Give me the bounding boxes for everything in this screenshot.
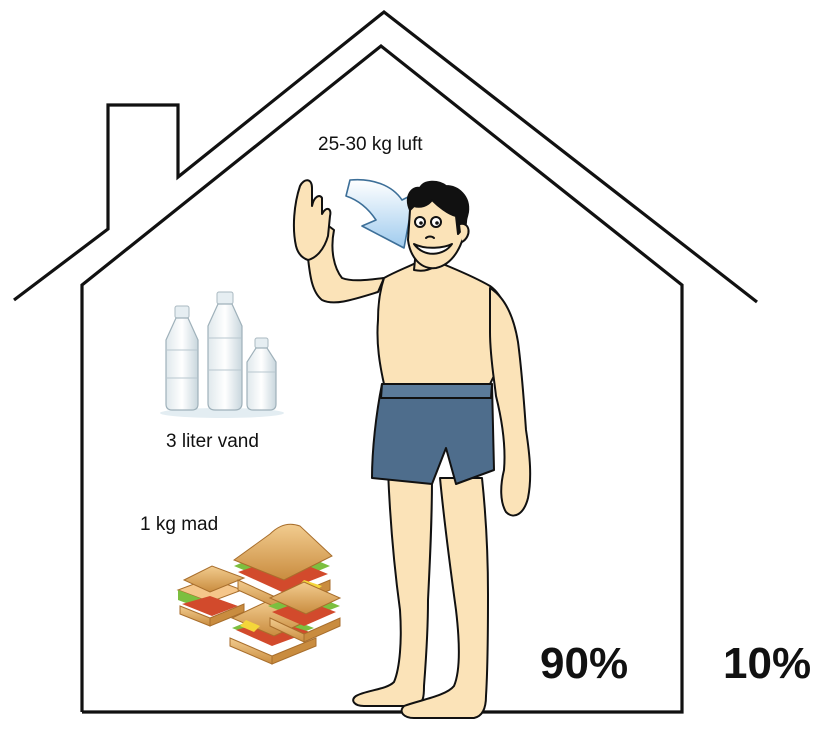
- air-arrow-icon: [346, 180, 414, 248]
- man-figure: [294, 180, 530, 718]
- left-leg: [353, 470, 432, 706]
- outside-percent: 10%: [723, 639, 811, 688]
- lower-arm: [490, 288, 530, 516]
- bottle-icon: [247, 338, 276, 410]
- inside-percent: 90%: [540, 639, 628, 688]
- torso: [377, 256, 508, 384]
- air-label: 25-30 kg luft: [318, 134, 423, 155]
- food-label: 1 kg mad: [140, 514, 218, 535]
- water-bottles-icon: [160, 292, 284, 418]
- water-label: 3 liter vand: [166, 431, 259, 452]
- sandwiches-icon: [178, 524, 340, 664]
- bottle-icon: [208, 292, 242, 410]
- bottle-icon: [166, 306, 198, 410]
